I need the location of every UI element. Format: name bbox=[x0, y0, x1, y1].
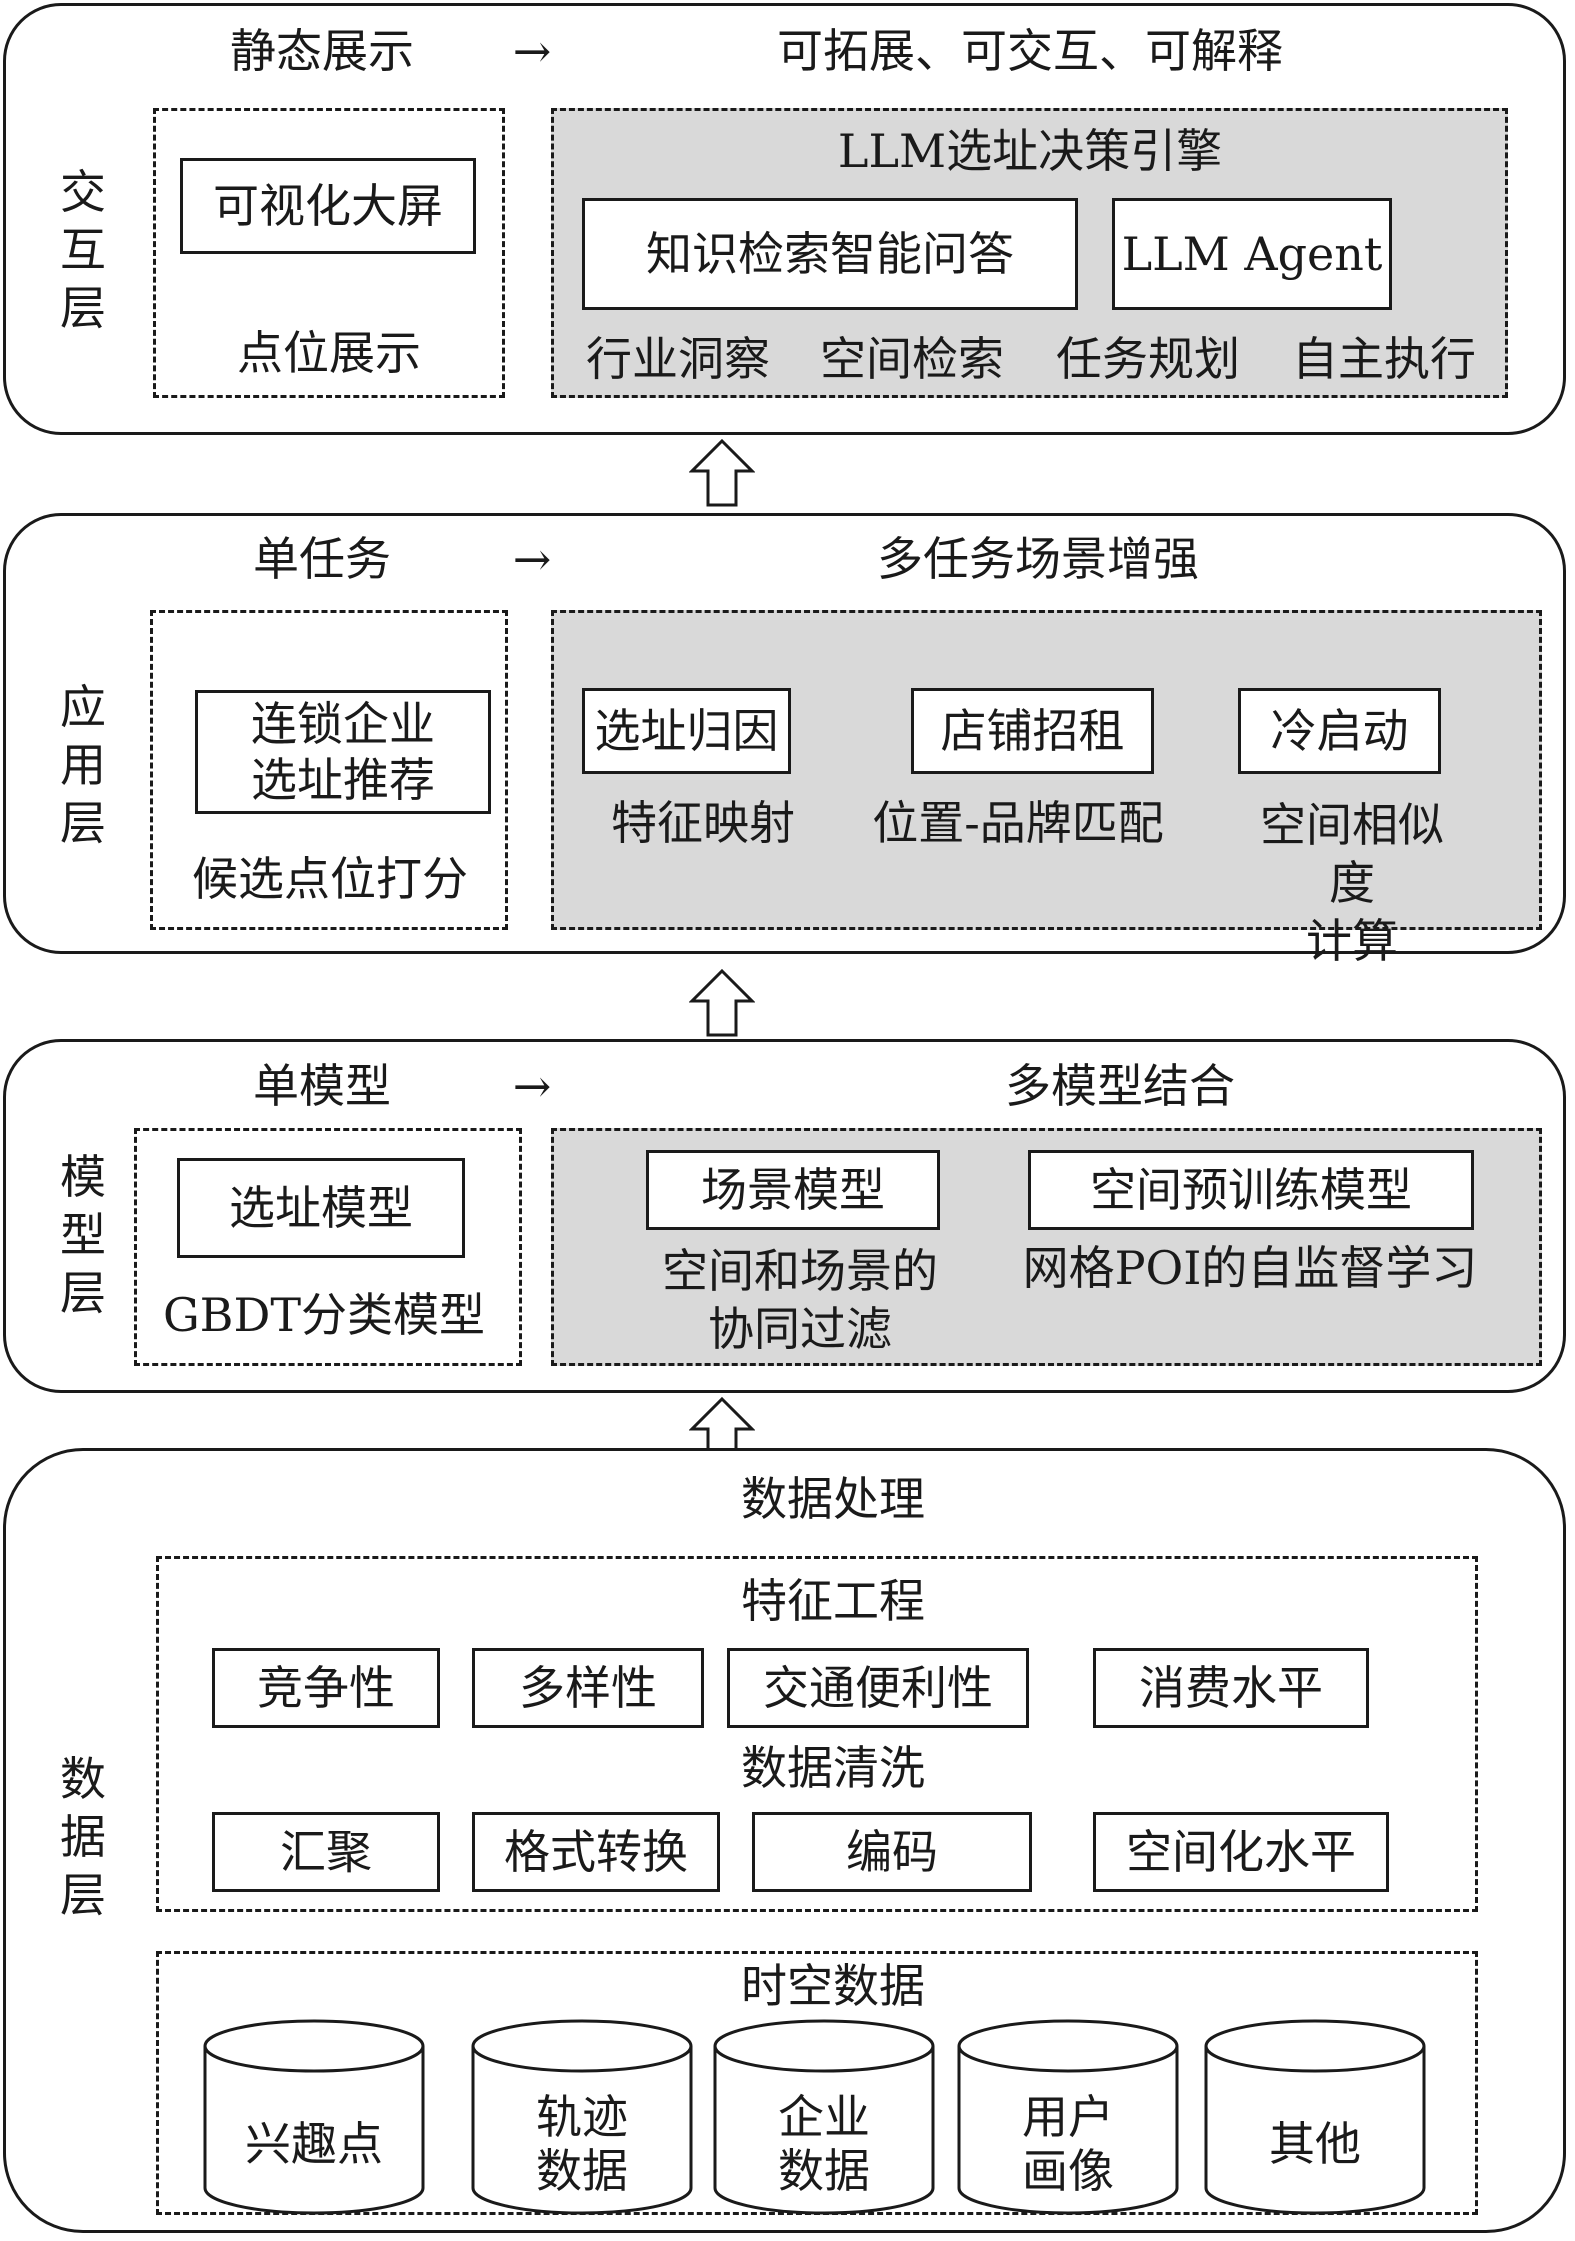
application-arrow: → bbox=[512, 532, 552, 586]
point-display-caption: 点位展示 bbox=[237, 326, 421, 380]
spatiotemporal-data-title: 时空数据 bbox=[741, 1959, 925, 2013]
database-enterprise-label: 企业 数据 bbox=[778, 2090, 870, 2198]
engine-item-task-planning: 任务规划 bbox=[1056, 332, 1240, 386]
knowledge-qa-box: 知识检索智能问答 bbox=[582, 198, 1078, 310]
store-leasing-box: 店铺招租 bbox=[911, 688, 1154, 774]
feature-mapping-caption: 特征映射 bbox=[611, 796, 795, 850]
engine-item-industry: 行业洞察 bbox=[586, 332, 770, 386]
application-left-panel bbox=[150, 610, 508, 930]
llm-engine-title: LLM选址决策引擎 bbox=[837, 124, 1223, 178]
interaction-layer-label: 交 互 层 bbox=[60, 165, 106, 335]
application-from-label: 单任务 bbox=[253, 532, 391, 586]
feature-consumption: 消费水平 bbox=[1093, 1648, 1369, 1728]
feature-traffic: 交通便利性 bbox=[727, 1648, 1029, 1728]
database-icon bbox=[203, 2019, 425, 2215]
database-trajectory: 轨迹 数据 bbox=[470, 2018, 694, 2218]
database-user-profile: 用户 画像 bbox=[956, 2018, 1180, 2218]
data-layer-label: 数 据 层 bbox=[60, 1752, 106, 1922]
interaction-left-panel bbox=[153, 108, 505, 398]
model-to-label: 多模型结合 bbox=[1005, 1059, 1235, 1113]
chain-site-recommend-box: 连锁企业 选址推荐 bbox=[195, 690, 491, 814]
site-model-box: 选址模型 bbox=[177, 1158, 465, 1258]
scene-model-box: 场景模型 bbox=[646, 1150, 940, 1230]
model-from-label: 单模型 bbox=[253, 1059, 391, 1113]
database-enterprise: 企业 数据 bbox=[712, 2018, 936, 2218]
interaction-arrow: → bbox=[512, 24, 552, 78]
database-other: 其他 bbox=[1203, 2018, 1427, 2218]
data-processing-panel bbox=[156, 1556, 1478, 1912]
self-supervised-caption: 网格POI的自监督学习 bbox=[1022, 1241, 1478, 1295]
spatial-pretrain-box: 空间预训练模型 bbox=[1028, 1150, 1474, 1230]
database-icon bbox=[1204, 2019, 1426, 2215]
feature-competition: 竞争性 bbox=[212, 1648, 440, 1728]
model-left-panel bbox=[134, 1128, 522, 1366]
application-layer-label: 应 用 层 bbox=[60, 680, 106, 850]
site-attribution-box: 选址归因 bbox=[582, 688, 791, 774]
database-poi: 兴趣点 bbox=[202, 2018, 426, 2218]
model-arrow: → bbox=[512, 1059, 552, 1113]
engine-item-spatial-search: 空间检索 bbox=[820, 332, 1004, 386]
interaction-from-label: 静态展示 bbox=[230, 24, 414, 78]
feature-engineering-title: 特征工程 bbox=[741, 1574, 925, 1628]
database-poi-label: 兴趣点 bbox=[245, 2117, 383, 2171]
database-trajectory-label: 轨迹 数据 bbox=[536, 2090, 628, 2198]
llm-agent-box: LLM Agent bbox=[1112, 198, 1392, 310]
data-cleaning-title: 数据清洗 bbox=[741, 1741, 925, 1795]
collaborative-filter-caption: 空间和场景的 协同过滤 bbox=[662, 1244, 938, 1356]
cleaning-format: 格式转换 bbox=[472, 1812, 720, 1892]
location-brand-caption: 位置-品牌匹配 bbox=[872, 796, 1164, 850]
feature-diversity: 多样性 bbox=[472, 1648, 704, 1728]
interaction-to-label: 可拓展、可交互、可解释 bbox=[777, 24, 1283, 78]
cleaning-encoding: 编码 bbox=[752, 1812, 1032, 1892]
engine-item-autonomous-exec: 自主执行 bbox=[1292, 332, 1476, 386]
gbdt-caption: GBDT分类模型 bbox=[162, 1288, 486, 1342]
cleaning-aggregation: 汇聚 bbox=[212, 1812, 440, 1892]
database-user-profile-label: 用户 画像 bbox=[1022, 2090, 1114, 2198]
spatial-similarity-caption: 空间相似度 计算 bbox=[1260, 798, 1444, 968]
cleaning-spatialization: 空间化水平 bbox=[1093, 1812, 1389, 1892]
database-icon bbox=[471, 2019, 693, 2215]
up-arrow-icon bbox=[689, 968, 755, 1037]
up-arrow-icon bbox=[689, 438, 755, 507]
cold-start-box: 冷启动 bbox=[1238, 688, 1441, 774]
database-icon bbox=[957, 2019, 1179, 2215]
candidate-scoring-caption: 候选点位打分 bbox=[192, 852, 468, 906]
model-layer-label: 模 型 层 bbox=[60, 1150, 106, 1320]
database-other-label: 其他 bbox=[1269, 2117, 1361, 2171]
data-processing-title: 数据处理 bbox=[741, 1472, 925, 1526]
dashboard-box: 可视化大屏 bbox=[180, 158, 476, 254]
application-to-label: 多任务场景增强 bbox=[877, 532, 1199, 586]
database-icon bbox=[713, 2019, 935, 2215]
